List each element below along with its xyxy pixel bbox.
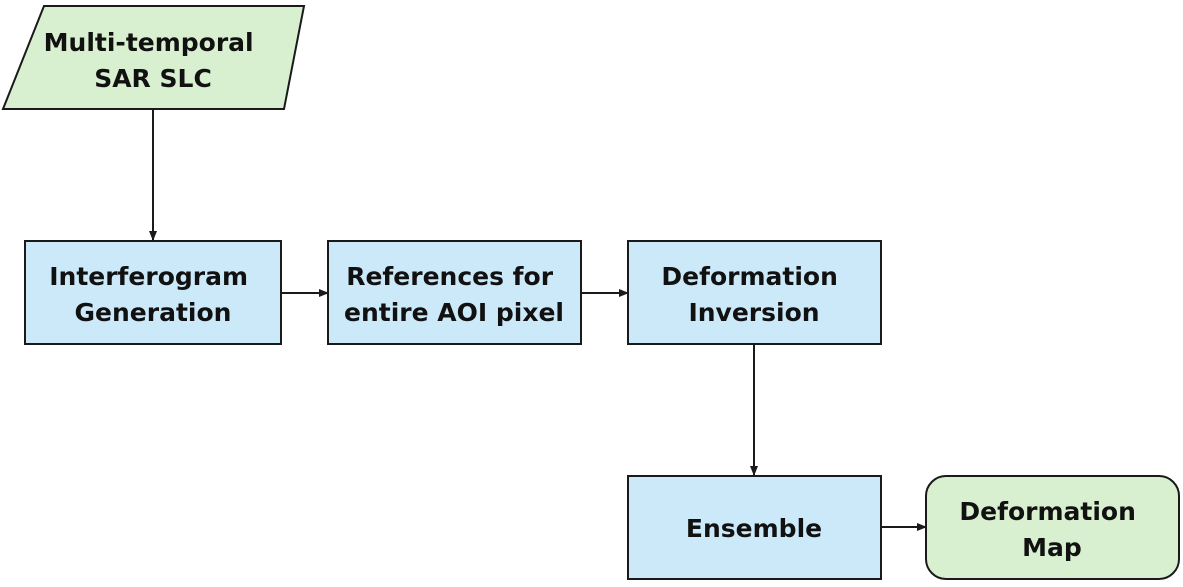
references-shape — [328, 241, 581, 344]
output-label-line-1: Deformation — [959, 497, 1136, 526]
node-inversion: Deformation Inversion — [628, 241, 881, 344]
inversion-label-line-1: Deformation — [661, 262, 838, 291]
input-label-line-1: Multi-temporal — [44, 28, 254, 57]
node-output: Deformation Map — [926, 476, 1179, 579]
interferogram-shape — [25, 241, 281, 344]
interferogram-label-line-1: Interferogram — [49, 262, 248, 291]
node-input: Multi-temporal SAR SLC — [3, 6, 304, 109]
inversion-label-line-2: Inversion — [688, 298, 819, 327]
references-label-line-1: References for — [346, 262, 554, 291]
references-label-line-2: entire AOI pixel — [344, 298, 564, 327]
input-label-line-2: SAR SLC — [94, 64, 212, 93]
interferogram-label-line-2: Generation — [75, 298, 232, 327]
output-shape — [926, 476, 1179, 579]
input-shape — [3, 6, 304, 109]
svg-text:Ensemble: Ensemble — [686, 514, 822, 543]
ensemble-label-line-1: Ensemble — [686, 514, 822, 543]
node-interferogram: Interferogram Generation — [25, 241, 281, 344]
inversion-shape — [628, 241, 881, 344]
node-ensemble: Ensemble — [628, 476, 881, 579]
output-label-line-2: Map — [1022, 533, 1082, 562]
node-references: References for entire AOI pixel — [328, 241, 581, 344]
